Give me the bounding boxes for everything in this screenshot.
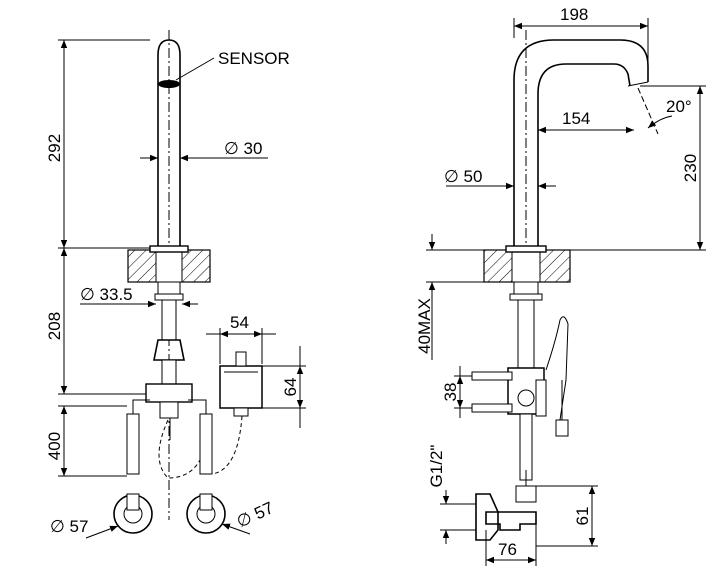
dim-40max: 40MAX: [415, 234, 484, 360]
dim-dia-50-label: ∅ 50: [444, 167, 482, 186]
dim-198: 198: [513, 5, 649, 62]
sensor-label: SENSOR: [218, 49, 290, 68]
right-spout: [513, 30, 659, 250]
dim-54-label: 54: [230, 313, 249, 332]
dim-198-label: 198: [560, 5, 588, 24]
left-valve: [113, 493, 153, 534]
right-valve: [186, 493, 226, 534]
dim-230: 230: [570, 85, 706, 251]
left-shank: [145, 281, 193, 440]
dim-40max-label: 40MAX: [415, 298, 434, 354]
dim-400-label: 400: [45, 432, 64, 460]
dim-154-label: 154: [562, 109, 590, 128]
left-hoses: [126, 399, 243, 479]
right-shank: [507, 281, 569, 481]
right-valve-side: [475, 470, 537, 541]
dim-dia-50: ∅ 50: [444, 167, 556, 190]
dim-61: 61: [530, 485, 598, 547]
left-spout: SENSOR: [157, 30, 290, 520]
right-deck: [483, 245, 571, 283]
dim-64-label: 64: [281, 378, 300, 397]
dim-dia-30-label: ∅ 30: [224, 139, 262, 158]
dim-angle-label: 20°: [666, 97, 692, 116]
right-view: 198 154 20° 230 ∅ 50: [415, 5, 706, 566]
dim-208-label: 208: [45, 312, 64, 340]
dim-38-label: 38: [441, 383, 460, 402]
dim-dia-57-left: ∅ 57: [50, 517, 119, 539]
dim-dia-33-5: ∅ 33.5: [80, 285, 198, 308]
control-box: [219, 351, 263, 417]
dim-208: 208: [45, 248, 146, 395]
dim-400: 400: [45, 405, 127, 477]
dim-38: 38: [441, 366, 472, 418]
dim-230-label: 230: [681, 154, 700, 182]
dim-61-label: 61: [573, 507, 592, 526]
dim-64: 64: [262, 346, 306, 428]
dim-dia-57-left-label: ∅ 57: [50, 517, 88, 536]
left-view: SENSOR: [45, 30, 306, 539]
dim-thread-label: G1/2": [427, 445, 446, 488]
dim-dia-57-right-label: ∅ 57: [234, 498, 277, 531]
dim-dia-57-right: ∅ 57: [221, 498, 277, 535]
left-deck: [127, 245, 211, 283]
dim-thread: G1/2": [427, 445, 476, 544]
dim-154: 154: [538, 109, 634, 134]
bracket-bolts: [471, 371, 513, 413]
dim-292-label: 292: [45, 134, 64, 162]
dim-292: 292: [45, 39, 150, 249]
dim-76-label: 76: [498, 540, 517, 559]
dim-angle-20: 20°: [647, 97, 692, 129]
dim-dia-33-5-label: ∅ 33.5: [80, 285, 133, 304]
dim-76: 76: [485, 524, 537, 566]
dim-54: 54: [206, 313, 276, 364]
dim-dia-30: ∅ 30: [140, 139, 268, 162]
